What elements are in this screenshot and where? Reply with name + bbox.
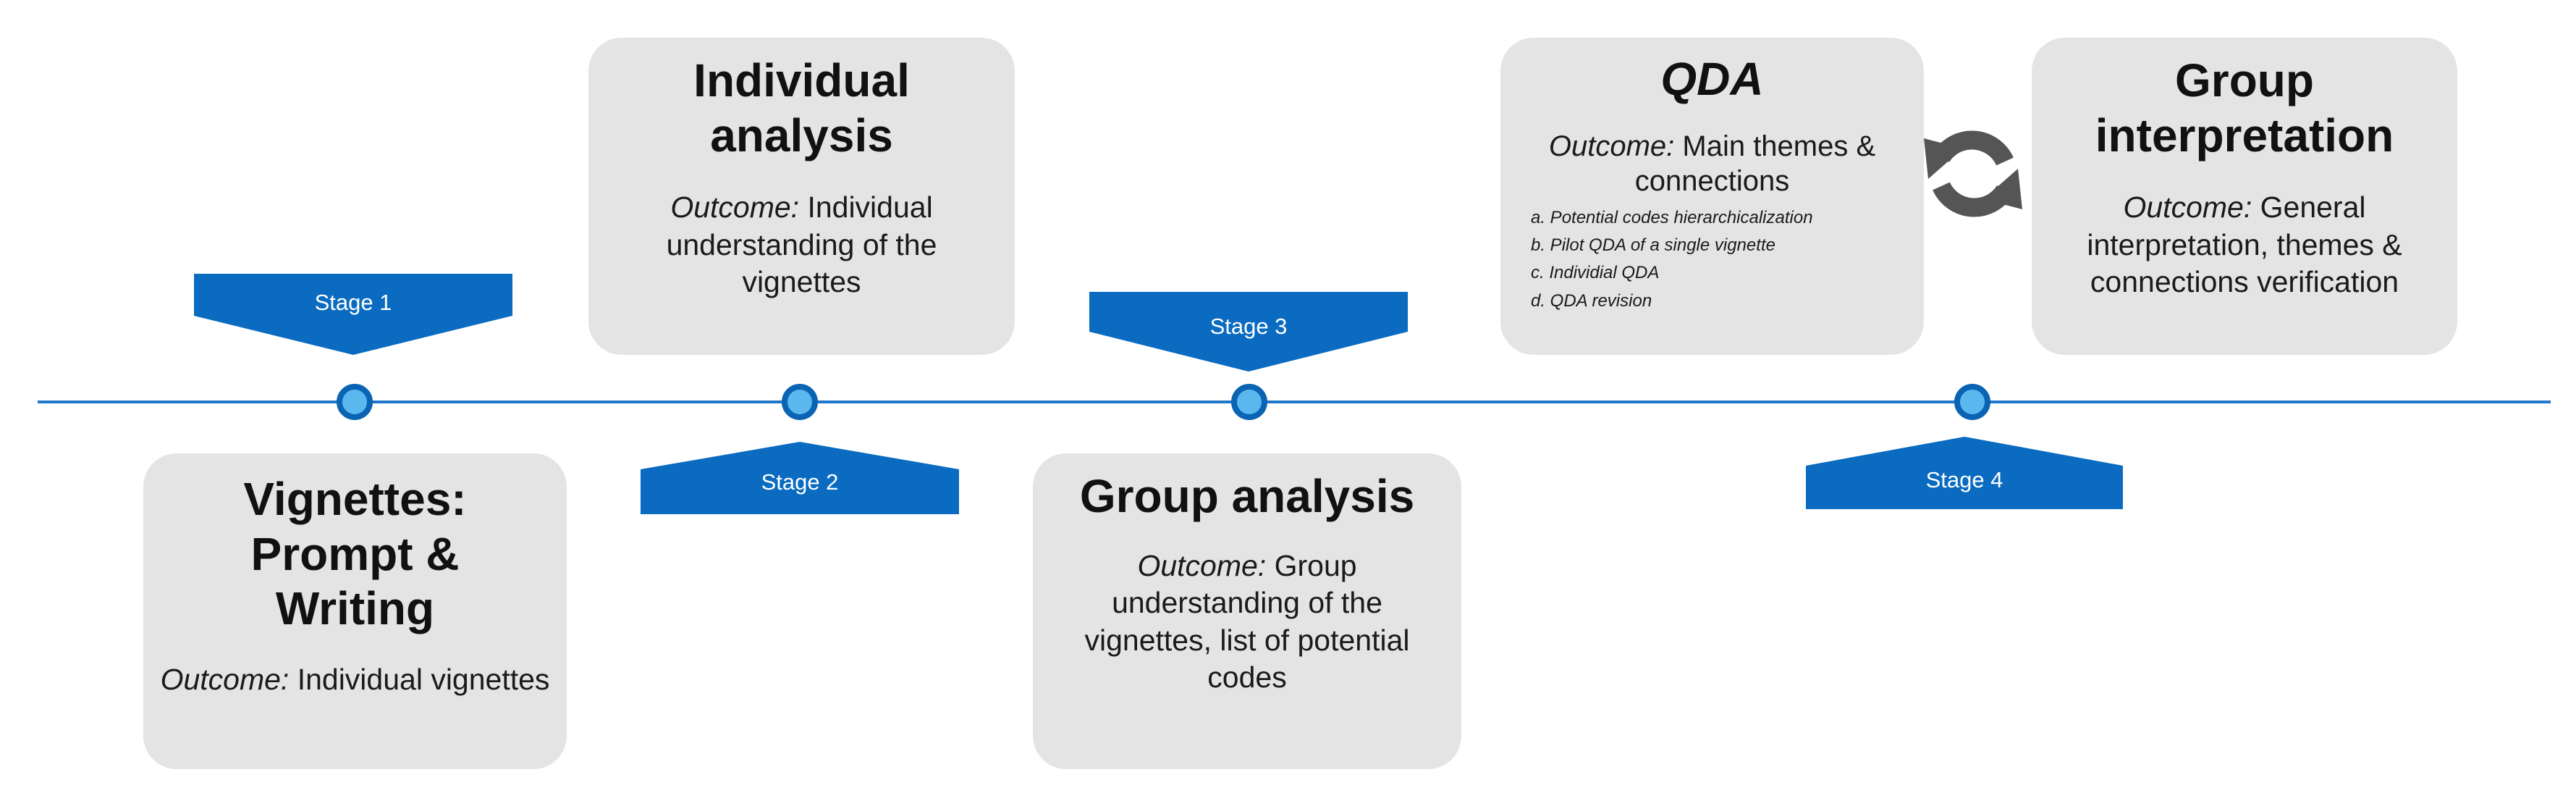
outcome-text: Individual understanding of the vignette…: [666, 190, 937, 299]
card-group-interpretation: Group interpretation Outcome: General in…: [2032, 38, 2457, 355]
stage-3-banner-shape: [1089, 292, 1408, 372]
refresh-cycle-icon: [1924, 130, 2022, 217]
stage-2-label: Stage 2: [761, 469, 839, 495]
outcome-text: General interpretation, themes & connect…: [2087, 190, 2402, 299]
timeline-node-stage-1: [337, 384, 373, 420]
stage-2-banner: Stage 2: [641, 442, 959, 514]
outcome-label: Outcome:: [1137, 548, 1267, 582]
outcome-label: Outcome:: [1548, 130, 1675, 162]
card-group-analysis: Group analysis Outcome: Group understand…: [1033, 453, 1461, 769]
card-individual-analysis-outcome: Outcome: Individual understanding of the…: [632, 189, 972, 301]
card-individual-analysis: Individual analysis Outcome: Individual …: [588, 38, 1015, 355]
outcome-text: Main themes & connections: [1634, 130, 1876, 197]
card-qda-title: QDA: [1660, 53, 1764, 105]
stage-3-banner: Stage 3: [1089, 292, 1408, 372]
qda-steps-list: a. Potential codes hierarchicalization b…: [1512, 204, 1912, 316]
qda-step: b. Pilot QDA of a single vignette: [1531, 235, 1775, 255]
qda-step: a. Potential codes hierarchicalization: [1531, 207, 1813, 227]
stage-1-banner: Stage 1: [194, 274, 512, 355]
card-group-analysis-title: Group analysis: [1079, 470, 1415, 522]
outcome-text: Individual vignettes: [297, 662, 550, 696]
outcome-label: Outcome:: [2123, 190, 2252, 225]
card-vignettes-title: Vignettes: Prompt & Writing: [243, 473, 467, 635]
stage-4-banner: Stage 4: [1806, 437, 2123, 509]
card-individual-analysis-title: Individual analysis: [693, 54, 910, 162]
timeline-node-stage-2: [782, 384, 818, 420]
card-qda: QDA Outcome: Main themes & connections a…: [1500, 38, 1924, 355]
card-vignettes: Vignettes: Prompt & Writing Outcome: Ind…: [143, 453, 567, 769]
stage-4-banner-shape: [1806, 437, 2123, 509]
outcome-label: Outcome:: [160, 662, 290, 696]
qda-step: d. QDA revision: [1531, 290, 1652, 311]
timeline-node-stage-3: [1231, 384, 1267, 420]
stage-1-label: Stage 1: [314, 290, 392, 315]
card-vignettes-outcome: Outcome: Individual vignettes: [158, 661, 552, 699]
outcome-text: Group understanding of the vignettes, li…: [1084, 548, 1410, 695]
stage-3-label: Stage 3: [1209, 314, 1288, 339]
stage-4-label: Stage 4: [1925, 467, 2003, 492]
stage-1-banner-shape: [194, 274, 512, 355]
card-qda-outcome: Outcome: Main themes & connections: [1512, 129, 1912, 198]
timeline-node-stage-4: [1954, 384, 1990, 420]
stage-2-banner-shape: [641, 442, 959, 514]
qda-step: c. Individial QDA: [1531, 263, 1660, 283]
card-group-analysis-outcome: Outcome: Group understanding of the vign…: [1059, 548, 1435, 697]
timeline-line: [38, 400, 2551, 403]
outcome-label: Outcome:: [670, 190, 800, 225]
card-group-interpretation-title: Group interpretation: [2095, 54, 2394, 162]
card-group-interpretation-outcome: Outcome: General interpretation, themes …: [2049, 189, 2440, 301]
